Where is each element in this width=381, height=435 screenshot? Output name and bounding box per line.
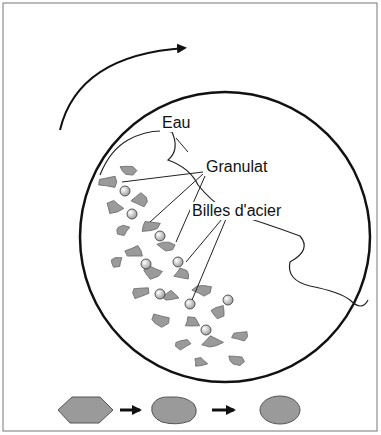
steel-ball — [120, 186, 130, 196]
granule — [185, 317, 199, 326]
water-surface — [100, 131, 368, 306]
granule — [232, 332, 248, 341]
steel-ball — [155, 289, 165, 299]
granule — [229, 356, 245, 366]
mill-drum — [80, 92, 370, 382]
granule — [133, 288, 149, 299]
steel-ball — [173, 257, 183, 267]
granule — [211, 306, 224, 319]
steel-ball — [223, 295, 233, 305]
part-label: Billes d'acier — [190, 202, 283, 220]
granule — [202, 336, 224, 347]
granule — [157, 242, 175, 251]
granule — [174, 268, 189, 279]
granule — [152, 314, 169, 327]
granule — [120, 166, 137, 175]
steel-ball — [155, 231, 165, 241]
shape-evolution — [58, 396, 300, 424]
granule — [99, 176, 117, 187]
steel-ball — [201, 325, 211, 335]
steel-ball — [185, 299, 195, 309]
granule — [176, 340, 191, 350]
granule — [112, 258, 122, 268]
granule — [131, 193, 148, 207]
granule — [142, 222, 160, 232]
frame — [3, 3, 377, 431]
granule — [117, 225, 130, 235]
charge — [99, 166, 248, 366]
steel-ball — [127, 209, 137, 219]
granule — [125, 246, 142, 257]
steel-ball — [141, 259, 151, 269]
part-label: Granulat — [204, 158, 269, 176]
granule — [107, 201, 124, 214]
part-label: Eau — [160, 114, 192, 132]
granule — [195, 358, 208, 367]
